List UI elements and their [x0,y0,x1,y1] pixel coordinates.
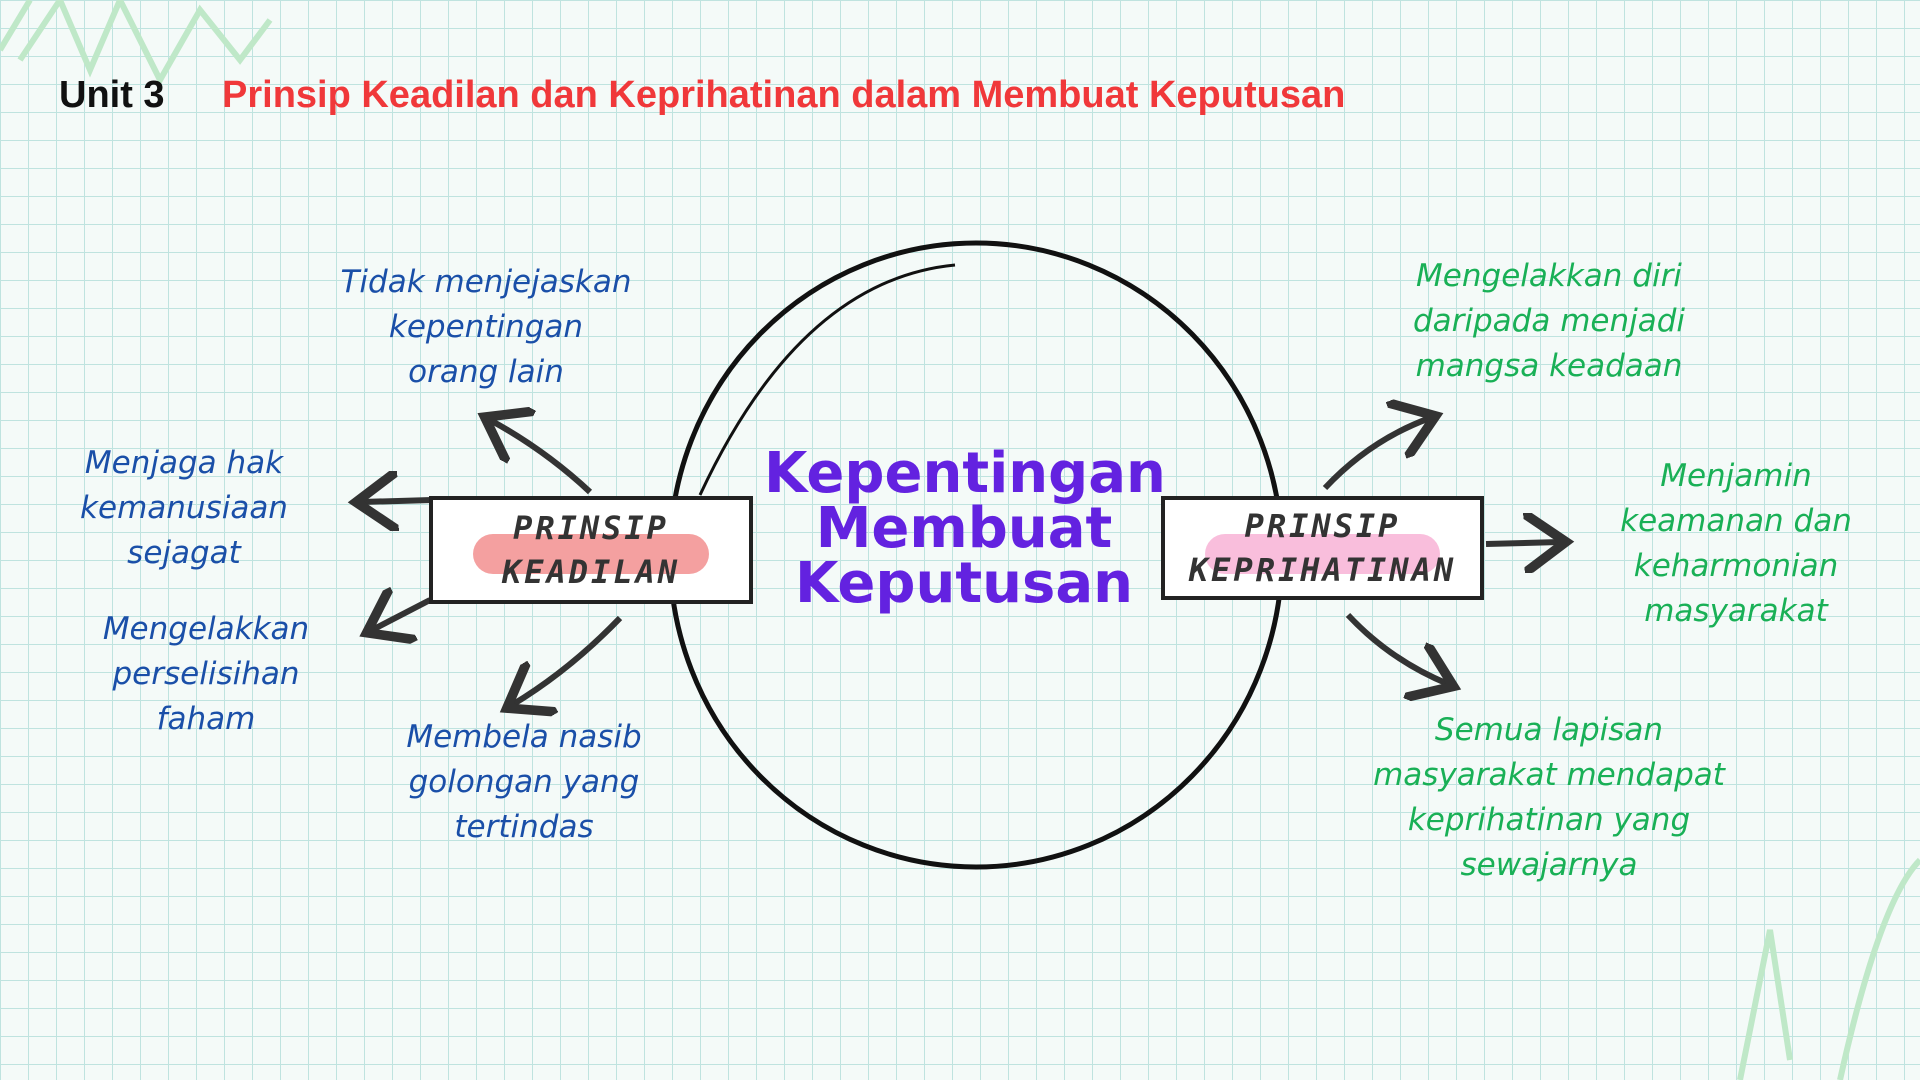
line: mangsa keadaan [1415,348,1683,384]
line: keamanan dan [1620,503,1852,539]
highlight [1205,534,1440,574]
box-label: KEADILAN [501,553,681,591]
arrows [362,418,1560,705]
line: masyarakat mendapat [1373,757,1725,793]
center-line: Keputusan [795,551,1133,616]
line: orang lain [408,354,564,390]
highlight [473,534,709,574]
line: masyarakat [1644,593,1828,629]
keadilan-point: Tidak menjejaskan kepentingan orang lain [341,260,632,395]
line: faham [156,701,256,737]
prinsip-keprihatinan-box: PRINSIP KEPRIHATINAN [1161,496,1484,600]
line: Mengelakkan diri [1416,258,1682,294]
line: Semua lapisan [1434,712,1664,748]
center-line: Kepentingan [764,441,1166,506]
box-label: KEPRIHATINAN [1188,551,1457,589]
line: sewajarnya [1460,847,1638,883]
line: daripada menjadi [1412,303,1686,339]
keprihatinan-point: Menjamin keamanan dan keharmonian masyaraka… [1620,454,1852,634]
line: Membela nasib [406,719,642,755]
box-label: PRINSIP [513,509,669,547]
center-line: Membuat [815,496,1113,561]
line: keprihatinan yang [1407,802,1691,838]
prinsip-keadilan-box: PRINSIP KEADILAN [429,496,753,604]
keadilan-point: Membela nasib golongan yang tertindas [406,715,641,850]
keprihatinan-point: Semua lapisan masyarakat mendapat keprihat… [1373,708,1725,888]
box-label: PRINSIP [1244,507,1401,545]
unit-label: Unit 3 [59,74,165,116]
keadilan-point: Menjaga hak kemanusiaan sejagat [80,441,288,576]
line: Menjaga hak [84,445,284,481]
page-title: Prinsip Keadilan dan Keprihatinan dalam … [222,74,1346,116]
keprihatinan-point: Mengelakkan diri daripada menjadi mangsa k… [1413,254,1685,389]
line: golongan yang [408,764,640,800]
line: kepentingan [388,309,584,345]
circle-stroke [698,263,956,496]
line: keharmonian [1633,548,1839,584]
line: kemanusiaan [80,490,288,526]
keadilan-point: Mengelakkan perselisihan faham [103,607,309,742]
line: sejagat [127,535,241,571]
line: tertindas [454,809,594,845]
decor-scribble [0,0,273,87]
center-title: Kepentingan Membuat Keputusan [764,441,1166,616]
line: perselisihan [112,656,300,692]
line: Mengelakkan [102,611,310,647]
line: Tidak menjejaskan [340,264,632,300]
decor-scribble [1737,857,1920,1080]
line: Menjamin [1660,458,1812,494]
